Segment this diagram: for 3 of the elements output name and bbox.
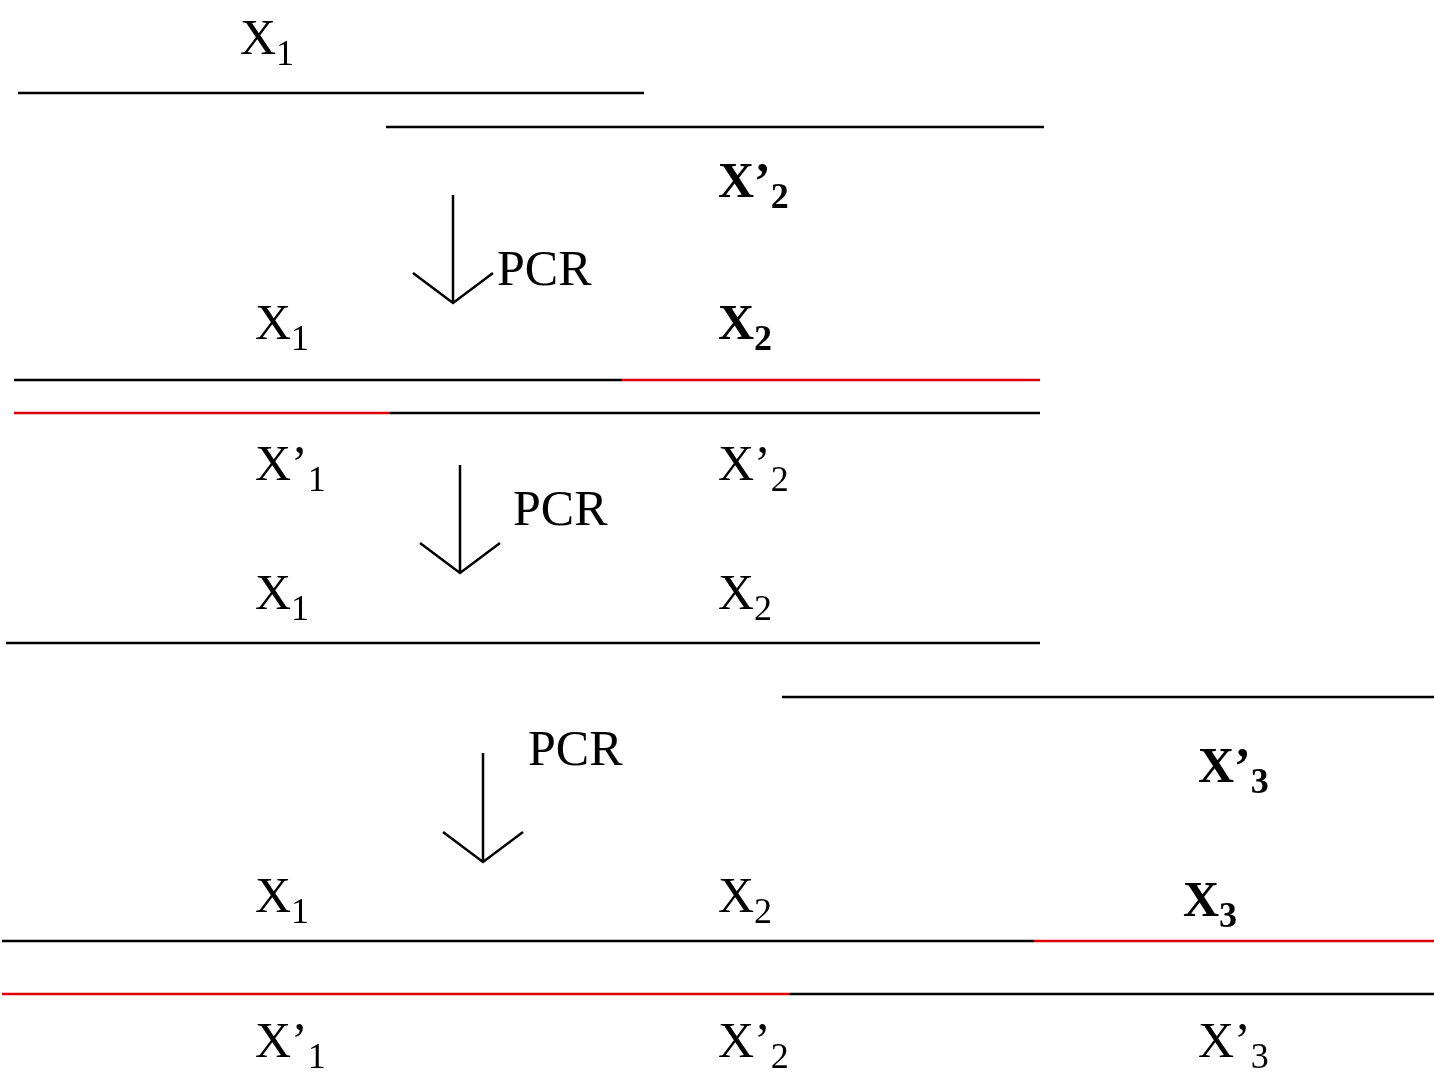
step-label: PCR	[528, 723, 623, 773]
step-label: PCR	[497, 243, 592, 293]
step-label: PCR	[513, 483, 608, 533]
